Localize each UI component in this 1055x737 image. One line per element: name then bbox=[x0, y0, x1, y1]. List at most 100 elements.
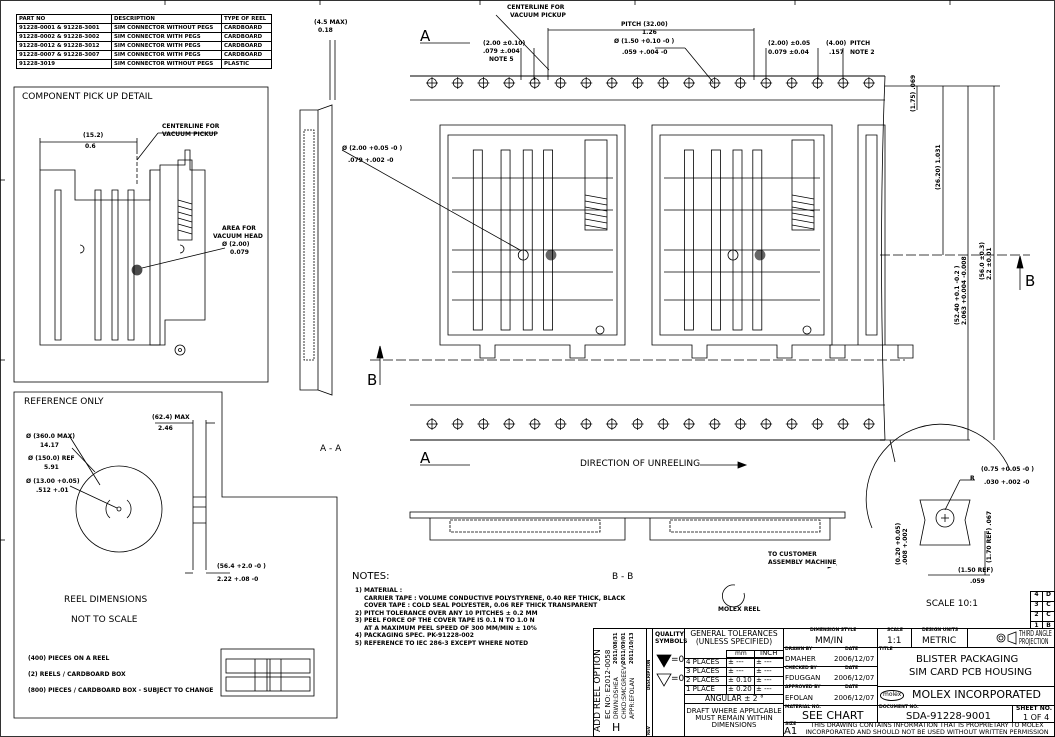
dim-v2-mm: (26.20) bbox=[935, 165, 942, 190]
spring-coil bbox=[791, 206, 815, 212]
cell: SIM CONNECTOR WITH PEGS bbox=[111, 32, 222, 42]
tol-header-inch: INCH bbox=[760, 649, 778, 657]
quality-2: =0 bbox=[671, 674, 685, 684]
rev-letter: H bbox=[612, 721, 621, 734]
checked-by: FDUGGAN bbox=[785, 674, 821, 682]
title-line-2: SIM CARD PCB HOUSING bbox=[909, 667, 1033, 678]
note-line: CARRIER TAPE : VOLUME CONDUCTIVE POLYSTY… bbox=[364, 595, 626, 602]
not-to-scale-label: NOT TO SCALE bbox=[71, 615, 138, 625]
header-type-of-reel: TYPE OF REEL bbox=[221, 14, 272, 24]
side-max-in: 0.18 bbox=[318, 27, 333, 34]
sprocket-holes bbox=[426, 77, 875, 430]
dim-right2-label: PITCH bbox=[850, 40, 871, 47]
pitch-label: PITCH (32.00) bbox=[621, 21, 668, 28]
rev-drawn: DRWN:DSHEA bbox=[613, 677, 620, 719]
rev-approved: APPR:EFOLAN bbox=[629, 677, 636, 719]
area-dim-in: 0.079 bbox=[230, 249, 249, 256]
sheet-label: SHEET NO. bbox=[1016, 705, 1052, 712]
detail-ref-w-in: .059 bbox=[970, 578, 985, 585]
rev-date-2: 2011/09/01 bbox=[621, 632, 627, 664]
spring-coil bbox=[791, 218, 815, 224]
quality-symbols-label: QUALITY SYMBOLS bbox=[655, 631, 688, 645]
radius-in: .030 +.002 -0 bbox=[984, 479, 1030, 486]
reel-d2-mm: Ø (150.0) REF bbox=[28, 455, 75, 462]
dim-right1-in: 0.079 ±0.04 bbox=[768, 49, 809, 56]
company-name: MOLEX INCORPORATED bbox=[912, 688, 1042, 701]
pocket-inner bbox=[865, 134, 878, 336]
dim-v2: (26.20) 1.031 bbox=[935, 144, 943, 190]
spring-coil bbox=[791, 200, 815, 206]
table-header-row: PART NO DESCRIPTION TYPE OF REEL bbox=[16, 14, 272, 24]
notes-title: NOTES: bbox=[352, 571, 390, 582]
spring-coil bbox=[584, 218, 608, 224]
radius-mm: (0.75 +0.05 -0 ) bbox=[981, 466, 1035, 473]
latch bbox=[791, 139, 815, 231]
pickup-centerline-2: VACUUM PICKUP bbox=[162, 131, 218, 138]
pocket bbox=[439, 124, 626, 359]
rev-checked: CHKD:SMCGREEVY bbox=[621, 662, 628, 719]
projection-symbol bbox=[656, 631, 1017, 687]
detail-ref-h-mm: (1.70 REF) bbox=[986, 527, 993, 563]
pickup-width-mm: (15.2) bbox=[83, 132, 104, 139]
note-line: AT A MAXIMUM PEEL SPEED OF 300 MM/MIN ± … bbox=[364, 625, 537, 632]
draft-note: DRAFT WHERE APPLICABLE MUST REMAIN WITHI… bbox=[686, 707, 782, 729]
cell: CARDBOARD bbox=[221, 32, 272, 42]
section-view-bb bbox=[409, 511, 846, 541]
dim-v1-in: .069 bbox=[910, 74, 917, 90]
header-part-no: PART NO bbox=[16, 14, 112, 24]
title-label: TITLE bbox=[879, 647, 893, 652]
contact-slot bbox=[472, 149, 483, 331]
rev-description: ADD REEL OPTION bbox=[593, 649, 603, 732]
cell: CARDBOARD bbox=[221, 41, 272, 51]
pocket-hole bbox=[727, 249, 739, 261]
date-label: DATE bbox=[845, 647, 859, 652]
cell: PLASTIC bbox=[221, 59, 272, 69]
reel-w1-mm: (62.4) MAX bbox=[152, 414, 190, 421]
vacuum-area bbox=[545, 249, 557, 261]
material-label: MATERIAL NO. bbox=[785, 705, 822, 710]
reel-frame bbox=[13, 391, 338, 719]
reel-w2-in: 2.22 +.08 -0 bbox=[217, 576, 259, 583]
dim-v4-in: 2.2 ±0.01 bbox=[985, 247, 993, 280]
dim-v3-in: 2.063 +0.004 -0.008 bbox=[960, 256, 968, 325]
design-units: METRIC bbox=[922, 636, 957, 646]
angular-tolerance: ANGULAR ± 2 ° bbox=[705, 694, 764, 703]
side-view-aa bbox=[299, 40, 336, 396]
detail-h-in: .008 +.002 bbox=[901, 528, 909, 565]
design-units-label: DESIGN UNITS bbox=[922, 628, 959, 633]
pocket-inner bbox=[447, 134, 618, 336]
reel-qty-2: (2) REELS / CARDBOARD BOX bbox=[28, 671, 126, 678]
dim-right2-note: NOTE 2 bbox=[850, 49, 875, 56]
dim-left-in: .079 ±.004 bbox=[483, 48, 520, 55]
dim-v1: (1.75) .069 bbox=[910, 74, 918, 112]
hole-dia-in: .059 +.004 -0 bbox=[622, 49, 668, 56]
to-customer-2: ASSEMBLY MACHINE bbox=[768, 559, 837, 567]
component-pockets bbox=[439, 124, 914, 359]
dim-right2-in: .157 bbox=[829, 49, 844, 56]
rev-date-3: 2011/10/13 bbox=[629, 632, 635, 664]
reel-qty-1: (400) PIECES ON A REEL bbox=[28, 655, 110, 662]
detail-ref-h-in: .067 bbox=[986, 510, 993, 526]
detail-ref-h: (1.70 REF) .067 bbox=[986, 510, 994, 563]
dim-right1-mm: (2.00) ±0.05 bbox=[768, 40, 811, 47]
latch bbox=[584, 139, 608, 231]
note-line: 4) PACKAGING SPEC. PK-91228-002 bbox=[355, 632, 474, 639]
contact-slot bbox=[684, 149, 694, 331]
spring-coil bbox=[584, 212, 608, 218]
approved-date: 2006/12/07 bbox=[834, 694, 875, 702]
approved-by: EFOLAN bbox=[785, 694, 814, 702]
dim-left-note: NOTE 5 bbox=[489, 56, 514, 63]
cell: SIM CONNECTOR WITHOUT PEGS bbox=[111, 59, 222, 69]
dim-v3: (52.40 +0.1 -0.2 )2.063 +0.004 -0.008 bbox=[954, 256, 968, 325]
area-dim-mm: Ø (2.00) bbox=[222, 241, 250, 248]
parts-table: PART NO DESCRIPTION TYPE OF REEL 91228-0… bbox=[16, 14, 272, 69]
cell: 91228-0012 & 91228-3012 bbox=[16, 41, 112, 51]
section-marker-b-left: B bbox=[367, 371, 378, 389]
contact-slot bbox=[500, 149, 511, 331]
radius-label: R bbox=[970, 475, 975, 482]
header-description: DESCRIPTION bbox=[111, 14, 222, 24]
molex-logo: molex bbox=[880, 690, 905, 701]
reel-d3-in: .512 +.01 bbox=[36, 487, 69, 494]
tol-header-mm: mm bbox=[735, 650, 747, 657]
cell: 91228-0001 & 91228-3001 bbox=[16, 23, 112, 33]
